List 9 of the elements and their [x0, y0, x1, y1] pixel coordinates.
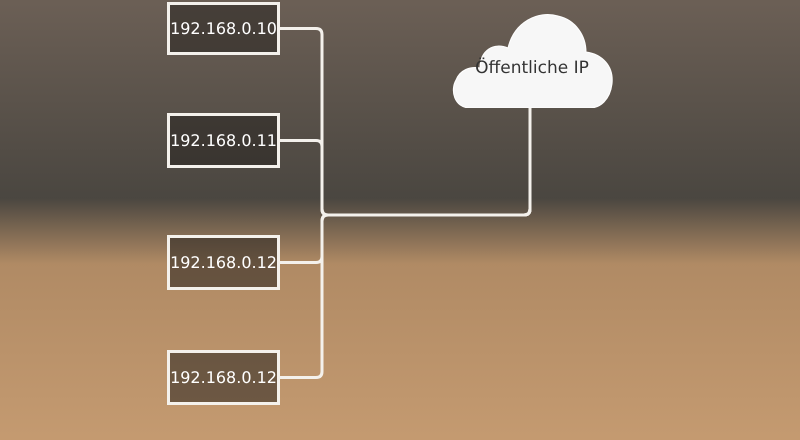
ip-address: 192.168.0.12: [170, 253, 277, 272]
ip-address: 192.168.0.10: [170, 19, 277, 38]
cloud-label: Öffentliche IP: [475, 58, 589, 78]
ip-address: 192.168.0.11: [170, 131, 277, 150]
address-box: [167, 350, 280, 405]
address-box: [167, 2, 280, 55]
address-box: [167, 113, 280, 168]
address-box: [167, 235, 280, 290]
ip-address: 192.168.0.12: [170, 368, 277, 387]
